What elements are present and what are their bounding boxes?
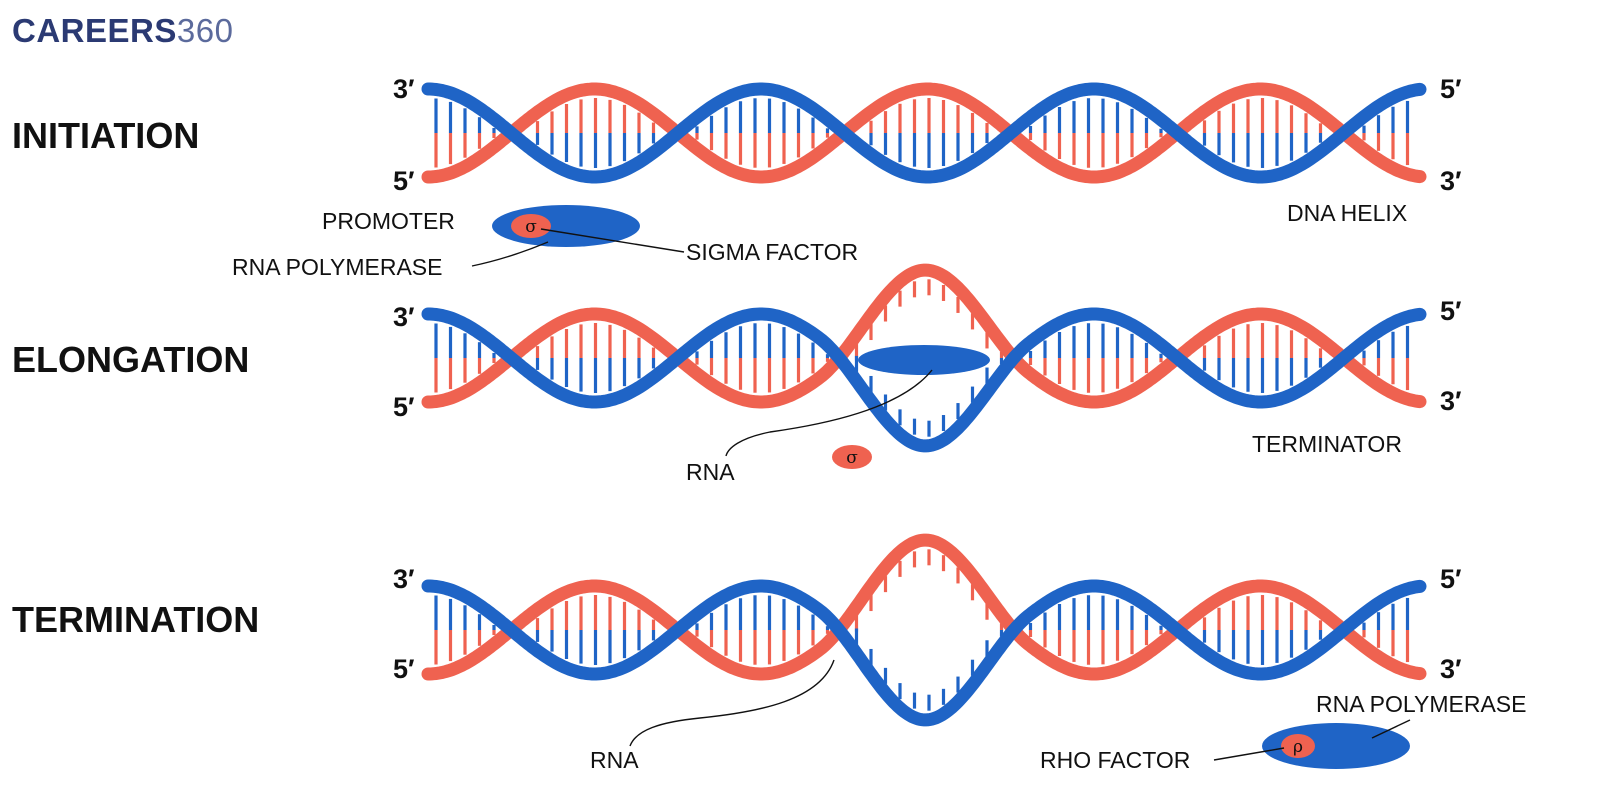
label-promoter: PROMOTER <box>322 208 455 234</box>
dna-helix-elongation <box>421 263 1427 453</box>
label-rna-polymerase-2: RNA POLYMERASE <box>1316 691 1526 717</box>
dna-helix-termination <box>421 533 1427 727</box>
end-label-elongation-right-top: 5′ <box>1440 296 1462 326</box>
svg-text:CAREERS360: CAREERS360 <box>12 12 233 49</box>
leader-rho-factor <box>1213 747 1285 761</box>
end-label-termination-left-top: 3′ <box>393 564 415 594</box>
logo-brand: CAREERS <box>12 12 177 49</box>
sigma-factor-released-shape <box>832 445 872 469</box>
end-label-termination-left-bottom: 5′ <box>393 654 415 684</box>
rho-factor-shape <box>1281 734 1315 758</box>
blue-strand <box>421 307 1427 453</box>
red-strand <box>421 82 1427 184</box>
base-pairs <box>434 279 1410 437</box>
label-sigma-factor: SIGMA FACTOR <box>686 239 858 265</box>
leader-rna-polymerase-2 <box>1371 719 1411 739</box>
sigma-symbol: σ <box>525 217 537 237</box>
careers360-logo: CAREERS360 <box>12 12 233 49</box>
label-rna-1: RNA <box>686 459 735 485</box>
end-label-initiation-right-top: 5′ <box>1440 74 1462 104</box>
released-sigma-factor: σ <box>832 445 872 469</box>
end-label-initiation-right-bottom: 3′ <box>1440 166 1462 196</box>
stage-title-initiation: INITIATION <box>12 115 199 156</box>
leader-rna-polymerase-1 <box>471 241 549 267</box>
end-label-elongation-left-top: 3′ <box>393 302 415 332</box>
label-dna-helix: DNA HELIX <box>1287 200 1407 226</box>
end-label-elongation-right-bottom: 3′ <box>1440 386 1462 416</box>
blue-strand <box>421 579 1427 727</box>
stage-title-elongation: ELONGATION <box>12 339 249 380</box>
logo-number: 360 <box>177 12 234 49</box>
label-terminator: TERMINATOR <box>1252 431 1402 457</box>
rna-polymerase-initiation: σ <box>492 205 640 247</box>
end-label-termination-right-top: 5′ <box>1440 564 1462 594</box>
leader-sigma-factor <box>540 228 685 253</box>
leader-rna-2 <box>629 659 835 747</box>
red-strand <box>421 263 1427 409</box>
end-label-initiation-left-top: 3′ <box>393 74 415 104</box>
end-label-elongation-left-bottom: 5′ <box>393 392 415 422</box>
rho-symbol: ρ <box>1293 737 1303 757</box>
base-pairs <box>434 98 1410 168</box>
label-rna-2: RNA <box>590 747 639 773</box>
leader-rna-1 <box>725 369 933 457</box>
dna-helix-initiation <box>421 82 1427 184</box>
blue-strand <box>421 82 1427 184</box>
rna-polymerase-elongation <box>858 345 990 375</box>
rna-polymerase-termination: ρ <box>1262 723 1410 769</box>
end-label-initiation-left-bottom: 5′ <box>393 166 415 196</box>
label-rna-polymerase-1: RNA POLYMERASE <box>232 254 442 280</box>
sigma-symbol-released: σ <box>846 448 858 468</box>
sigma-factor-shape <box>511 214 551 238</box>
label-rho-factor: RHO FACTOR <box>1040 747 1190 773</box>
stage-title-termination: TERMINATION <box>12 599 259 640</box>
base-pairs <box>434 549 1410 711</box>
end-label-termination-right-bottom: 3′ <box>1440 654 1462 684</box>
red-strand <box>421 533 1427 681</box>
